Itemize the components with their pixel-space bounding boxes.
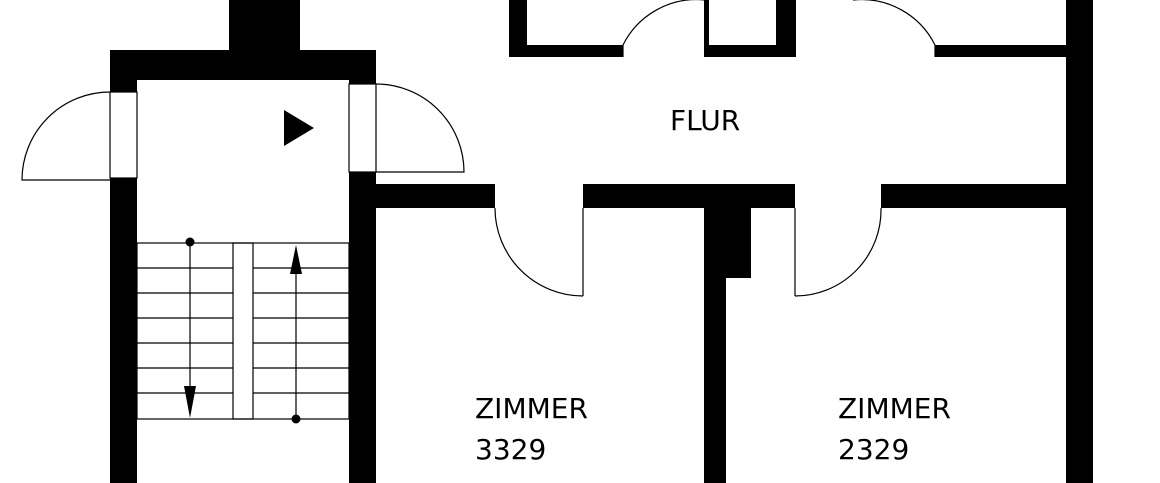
doors [21,0,936,297]
room-3329-name: ZIMMER [475,392,588,425]
stair-right-wall-lower [349,172,376,483]
stairs [136,237,350,424]
stair-right-wall-upper [349,50,376,84]
flur-bottom-wall-1 [349,184,495,208]
flur-bottom-wall-2 [583,184,795,208]
stair-treads-left [137,267,233,394]
entrance-arrow-icon [284,110,314,146]
room-2329-name: ZIMMER [838,392,951,425]
top-door-1-swing [622,0,705,46]
top-room-wall-2-mid [776,0,796,57]
top-room-wall-2 [704,45,796,57]
room-2329-number: 2329 [838,433,909,466]
room-3329-number: 3329 [475,433,546,466]
top-room-wall-2-left [704,0,709,57]
flur-label: FLUR [670,104,740,137]
top-door-2-swing [853,0,936,46]
stair-left-wall-upper [110,50,137,92]
stair-left-wall-lower [110,178,137,483]
right-door-frame [348,83,377,173]
left-door-frame [109,91,138,179]
flur-bottom-wall-3 [881,184,1066,208]
stair-well-gap [232,242,254,420]
walls [110,0,1093,483]
shaft-wall [229,0,300,56]
stair-up-arrow-icon [290,245,302,424]
top-room-wall-1 [509,45,623,57]
stair-top-wall [110,50,376,80]
right-outer-wall [1066,0,1093,483]
stair-treads-right [253,267,349,394]
left-door-swing [21,91,111,181]
top-room-wall-left-vertical [509,0,527,57]
room-divider-pillar [704,184,751,278]
stair-down-arrow-icon [184,237,196,418]
top-room-wall-3 [935,45,1093,57]
door-2329-swing [794,207,882,297]
door-3329-swing [494,207,584,297]
right-door-swing [375,83,465,173]
